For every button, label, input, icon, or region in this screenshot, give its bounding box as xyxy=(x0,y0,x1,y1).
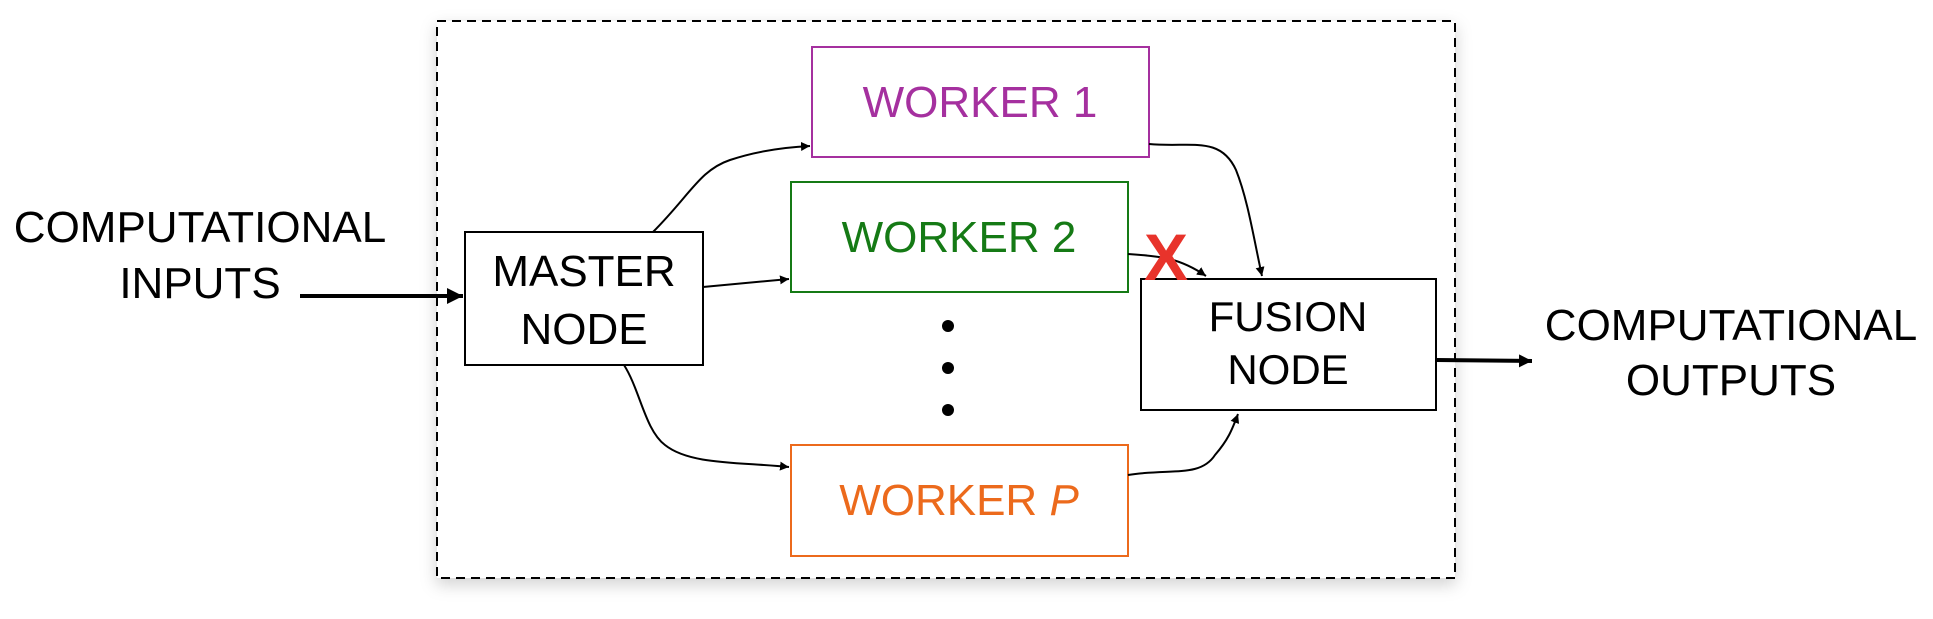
worker-1-box xyxy=(811,46,1150,158)
outputs-label-line1: COMPUTATIONAL xyxy=(1545,301,1917,350)
fusion-node-box xyxy=(1140,278,1437,411)
worker-2-box xyxy=(790,181,1129,293)
worker-p-label: WORKER P xyxy=(839,476,1079,525)
master-node-box xyxy=(464,231,704,366)
master-node-label-line1: MASTER xyxy=(492,247,675,296)
output-arrow xyxy=(1435,354,1533,368)
edge-worker-p-to-fusion xyxy=(1127,413,1240,476)
ellipsis-dot-1 xyxy=(942,320,954,332)
fusion-node-label-line1: FUSION xyxy=(1209,293,1368,340)
edge-worker-2-to-fusion xyxy=(1127,253,1207,277)
worker-p-prefix: WORKER xyxy=(839,476,1037,525)
inputs-label-line2: INPUTS xyxy=(119,259,280,308)
worker-p-suffix: P xyxy=(1049,476,1079,525)
master-node-label-line2: NODE xyxy=(520,305,647,354)
worker-1-label: WORKER 1 xyxy=(863,78,1098,127)
edge-worker-1-to-fusion xyxy=(1148,143,1265,277)
edge-master-to-worker-p xyxy=(623,364,790,471)
worker-2-label: WORKER 2 xyxy=(842,213,1077,262)
ellipsis-dot-3 xyxy=(942,404,954,416)
outputs-label-line2: OUTPUTS xyxy=(1626,356,1836,405)
inputs-label-line1: COMPUTATIONAL xyxy=(14,203,386,252)
worker-p-box xyxy=(790,444,1129,557)
edge-master-to-worker-2 xyxy=(702,275,790,288)
fusion-node-label-line2: NODE xyxy=(1227,346,1348,393)
edge-master-to-worker-1 xyxy=(652,141,811,233)
ellipsis-dot-2 xyxy=(942,362,954,374)
failure-x-mark: X xyxy=(1144,220,1188,294)
